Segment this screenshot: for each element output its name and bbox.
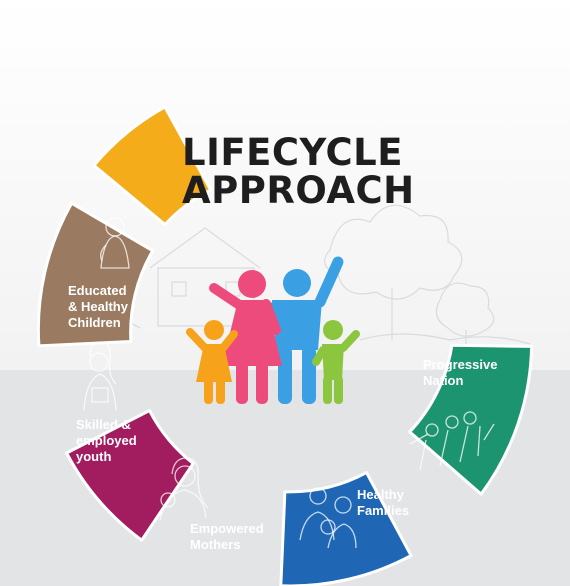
label-empowered-mothers: Empowered Mothers xyxy=(190,521,264,552)
segment-progressive-nation xyxy=(408,343,534,496)
mother-and-child-icon xyxy=(159,457,209,521)
father-figure xyxy=(263,256,344,404)
diagram-title: LIFECYCLE APPROACH xyxy=(182,134,442,210)
title-line-2: APPROACH xyxy=(182,169,415,212)
background-sketch-icon xyxy=(39,204,531,360)
title-line-1: LIFECYCLE xyxy=(182,131,404,174)
crowd-icon xyxy=(409,411,495,471)
young-woman-icon xyxy=(83,341,117,411)
left-child-figure xyxy=(186,320,238,404)
family-figures-icon xyxy=(186,256,360,404)
child-icon xyxy=(100,217,130,269)
label-educated-healthy-children: Educated & Healthy Children xyxy=(68,283,128,330)
right-child-figure xyxy=(312,320,360,404)
label-healthy-families: Healthy Families xyxy=(357,487,410,518)
segment-skilled-employed-youth xyxy=(36,201,155,348)
label-skilled-employed-youth: Skilled & employed youth xyxy=(76,417,137,464)
label-progressive-nation: Progressive Nation xyxy=(423,357,498,388)
segment-empowered-mothers xyxy=(65,409,195,542)
mother-figure xyxy=(209,270,282,404)
segment-educated-healthy-children xyxy=(92,105,213,226)
family-icon xyxy=(299,487,357,549)
